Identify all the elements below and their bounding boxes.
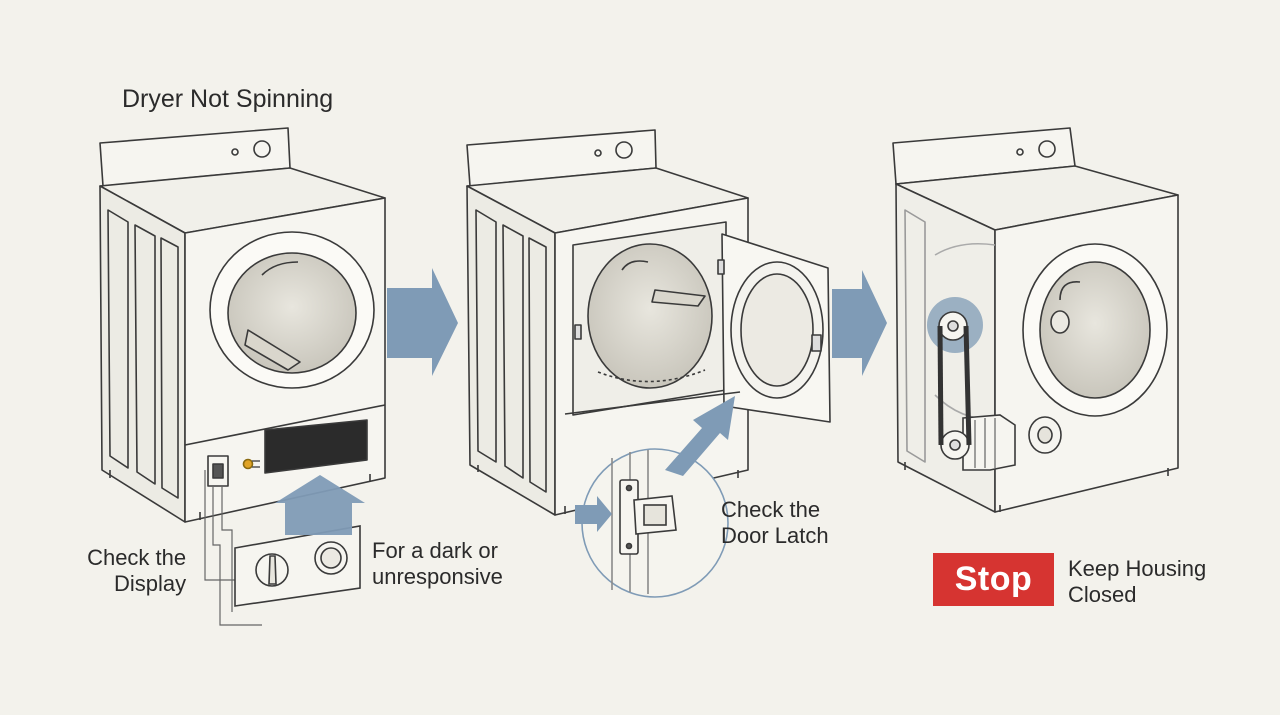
dryer-1-knob-icon (253, 140, 271, 158)
dryer-3-knob-icon (1038, 140, 1056, 158)
diagram-title: Dryer Not Spinning (122, 85, 334, 113)
dryer-2-knob-icon (615, 141, 633, 159)
arrow-up-to-display (275, 475, 365, 535)
step-1-label: Check the Display (87, 545, 187, 596)
dryer-2-side (466, 185, 556, 516)
dryer-1 (99, 127, 386, 523)
selector-knob-icon (255, 553, 289, 587)
start-knob-icon (314, 541, 348, 575)
dryer-2-drum (587, 243, 713, 389)
stop-badge: Stop (933, 553, 1054, 606)
drive-belt-icon (937, 325, 972, 446)
dryer-1-side (99, 185, 186, 523)
arrow-step-1-to-2 (387, 268, 458, 376)
control-panel-callout (234, 525, 361, 607)
dryer-1-wiring (204, 470, 262, 626)
dryer-1-display-panel (264, 419, 368, 474)
arrow-up-to-door (665, 396, 735, 476)
power-plug-icon (242, 458, 260, 470)
door-latch-icon (611, 450, 677, 594)
motor-pulley-icon (938, 311, 1062, 471)
arrow-to-latch (575, 496, 612, 532)
step-1-note: For a dark or unresponsive (372, 538, 503, 589)
step-3-label: Keep Housing Closed (1068, 556, 1207, 607)
step-2-label: Check the Door Latch (721, 497, 829, 548)
arrow-step-2-to-3 (832, 270, 887, 376)
